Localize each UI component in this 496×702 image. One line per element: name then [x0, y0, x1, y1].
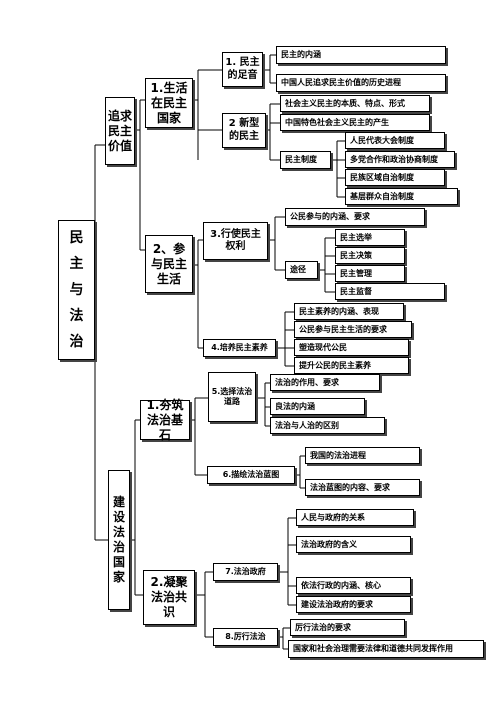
leaf-government-meaning: 法治政府的含义 [296, 536, 411, 553]
node-footsteps-of-democracy: 1. 民主的足音 [222, 52, 263, 87]
leaf-rule-of-law-progress: 我国的法治进程 [305, 447, 420, 464]
root-char-1: 民 [69, 230, 84, 246]
root-char-4: 法 [69, 308, 84, 324]
node-practice-rule-of-law: 8.厉行法治 [213, 628, 278, 646]
leaf-democracy-history: 中国人民追求民主价值的历史进程 [276, 74, 446, 92]
leaf-npc-system: 人民代表大会制度 [345, 132, 445, 149]
node-participate-democracy: 2、参与民主生活 [145, 235, 193, 293]
leaf-practice-requirements: 厉行法治的要求 [290, 619, 405, 636]
leaf-participation-requirements: 公民参与民主生活的要求 [294, 321, 412, 338]
leaf-literacy-meaning: 民主素养的内涵、表现 [294, 303, 404, 320]
leaf-multiparty-system: 多党合作和政治协商制度 [345, 151, 455, 168]
leaf-democratic-decision: 民主决策 [335, 247, 405, 264]
leaf-democratic-election: 民主选举 [335, 229, 405, 246]
leaf-democratic-management: 民主管理 [335, 265, 405, 282]
leaf-citizen-participation: 公民参与的内涵、要求 [285, 208, 425, 226]
leaf-improve-literacy: 提升公民的民主素养 [294, 357, 409, 374]
node-live-in-democracy: 1.生活在民主国家 [145, 78, 193, 128]
node-new-democracy: 2 新型的民主 [222, 113, 266, 148]
node-democratic-system: 民主制度 [280, 151, 331, 169]
leaf-people-government-relation: 人民与政府的关系 [296, 509, 414, 526]
leaf-socialist-democracy-essence: 社会主义民主的本质、特点、形式 [280, 95, 430, 112]
root-char-3: 与 [69, 282, 84, 298]
leaf-chinese-democracy-origin: 中国特色社会主义民主的产生 [280, 114, 430, 131]
leaf-democratic-supervision: 民主监督 [335, 283, 445, 300]
branch-pursue-democracy: 追求民主价值 [105, 97, 135, 165]
leaf-law-and-morality: 国家和社会治理需要法律和道德共同发挥作用 [288, 640, 484, 658]
leaf-grassroots-autonomy: 基层群众自治制度 [345, 188, 458, 205]
node-lay-foundation: 1.夯筑法治基石 [140, 398, 190, 442]
leaf-regional-autonomy: 民族区域自治制度 [345, 169, 445, 186]
leaf-blueprint-content: 法治蓝图的内容、要求 [305, 479, 420, 496]
root-char-2: 主 [69, 256, 84, 272]
leaf-modern-citizen: 塑造现代公民 [294, 339, 409, 356]
leaf-administration-by-law: 依法行政的内涵、核心 [296, 577, 411, 594]
leaf-law-role: 法治的作用、要求 [270, 374, 380, 391]
node-build-consensus: 2.凝聚法治共识 [143, 570, 195, 625]
leaf-law-vs-rule-by-man: 法治与人治的区别 [270, 417, 385, 434]
node-rule-of-law-government: 7.法治政府 [213, 563, 278, 581]
node-cultivate-literacy: 4.培养民主素养 [203, 339, 276, 357]
root-char-5: 治 [69, 334, 84, 350]
root-node: 民 主 与 法 治 [58, 220, 95, 360]
node-choose-rule-of-law-road: 5.选择法治道路 [208, 372, 256, 422]
node-draw-blueprint: 6.描绘法治蓝图 [207, 466, 295, 484]
leaf-government-requirements: 建设法治政府的要求 [296, 596, 411, 613]
leaf-democracy-meaning: 民主的内涵 [276, 46, 446, 64]
branch-build-rule-of-law: 建设法治国家 [108, 470, 130, 610]
leaf-good-law: 良法的内涵 [270, 398, 365, 415]
node-exercise-rights: 3.行使民主权利 [203, 222, 268, 260]
node-pathways: 途径 [285, 261, 318, 279]
